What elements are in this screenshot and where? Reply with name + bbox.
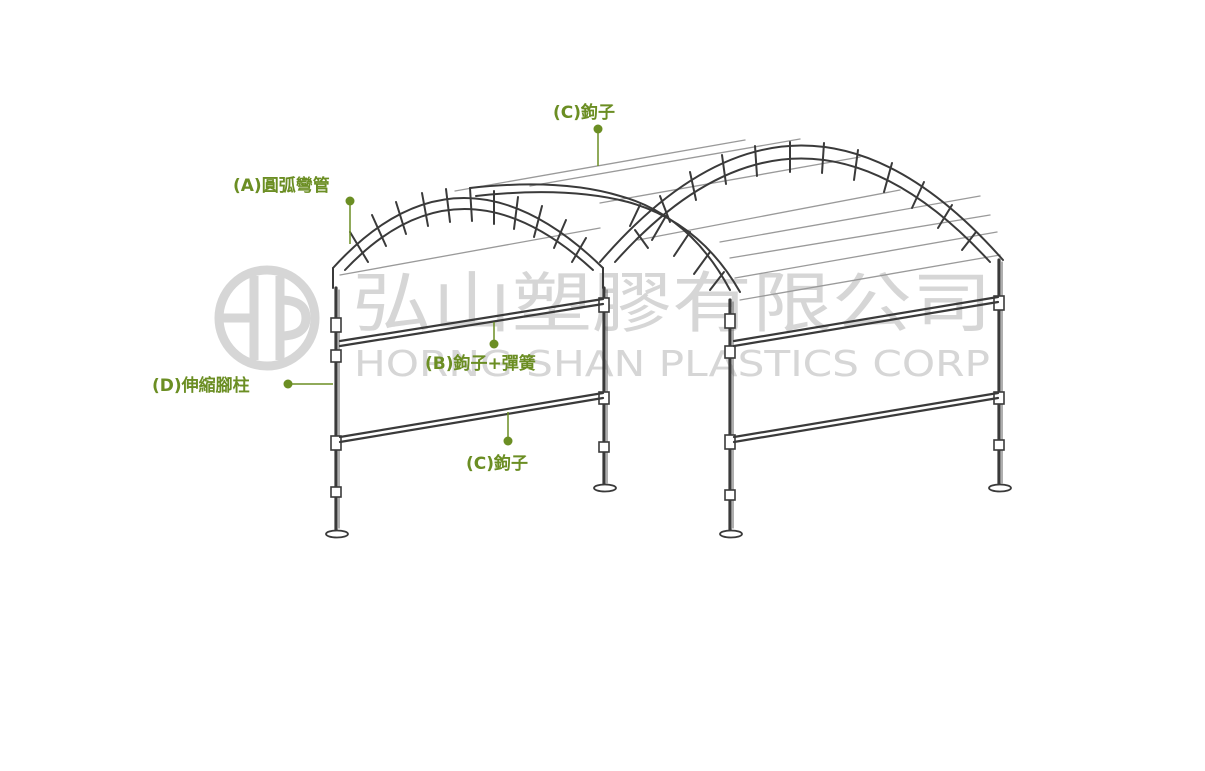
callout-arc-pipe: (A)圓弧彎管 [233, 175, 355, 244]
callout-dot [283, 379, 293, 389]
callout-label-hook-top: (C)鉤子 [553, 102, 615, 123]
watermark-company-name-en: HORNG SHAN PLASTICS CORP [354, 344, 990, 385]
callout-label-arc-pipe: (A)圓弧彎管 [233, 175, 330, 196]
telescopic-joints [330, 295, 1005, 501]
callouts: (A)圓弧彎管 (C)鉤子 (B)鉤子+彈簧 (C)鉤子 (D)伸縮腳柱 [152, 102, 615, 474]
callout-dot [593, 124, 603, 134]
front-arch-truss [332, 187, 604, 289]
callout-telescopic-leg: (D)伸縮腳柱 [152, 375, 333, 396]
callout-hook-bottom: (C)鉤子 [466, 412, 528, 474]
front-upper-rail [338, 297, 605, 343]
front-lower-rail [338, 391, 605, 439]
callout-hook-spring: (B)鉤子+彈簧 [425, 322, 536, 374]
back-lower-rail [732, 391, 1000, 439]
frame [325, 138, 1012, 539]
callout-dot [503, 436, 513, 446]
callout-dot [345, 196, 355, 206]
foot-plates [325, 483, 1012, 539]
callout-label-telescopic-leg: (D)伸縮腳柱 [152, 375, 250, 396]
company-logo [214, 265, 320, 371]
callout-label-hook-spring: (B)鉤子+彈簧 [425, 353, 536, 374]
watermark-company-name: 弘山塑膠有限公司 [352, 265, 992, 342]
middle-arch-truss [469, 183, 741, 293]
back-arch-truss [599, 141, 1004, 263]
back-upper-rail [732, 295, 1000, 343]
callout-label-hook-bottom: (C)鉤子 [466, 453, 528, 474]
side-rails [338, 295, 1000, 444]
callout-hook-top: (C)鉤子 [553, 102, 615, 166]
callout-dot [489, 339, 499, 349]
watermark: 弘山塑膠有限公司 HORNG SHAN PLASTICS CORP [214, 265, 992, 385]
